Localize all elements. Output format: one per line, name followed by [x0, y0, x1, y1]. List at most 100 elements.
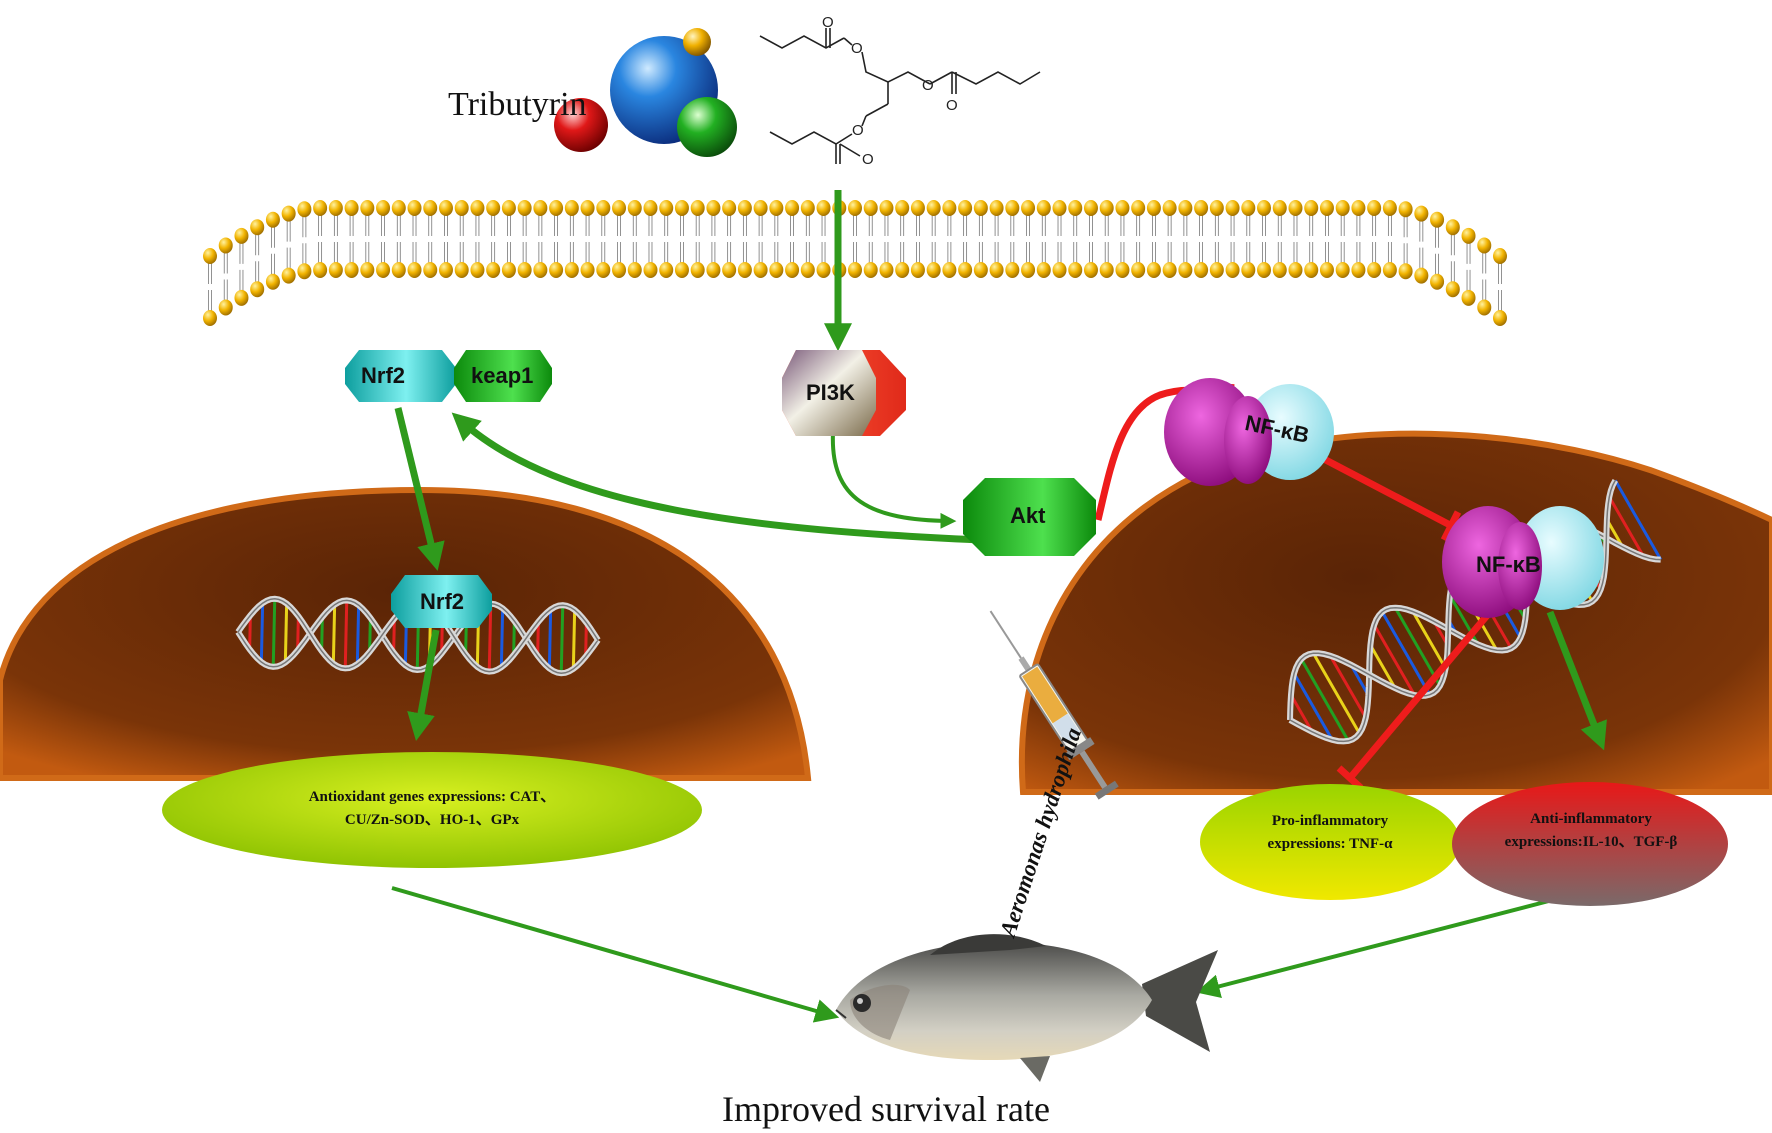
lipid-head: [486, 262, 501, 278]
lipid-tail: [853, 214, 857, 264]
lipid-head: [454, 200, 469, 216]
lipid-head: [1099, 262, 1114, 278]
lipid-head: [973, 200, 988, 216]
proinflam-line-2: expressions: TNF-α: [1267, 836, 1393, 852]
lipid-tail: [1372, 214, 1377, 264]
base-pair: [392, 618, 396, 653]
lipid-head: [391, 262, 406, 278]
nrf2-top-shape: [345, 350, 456, 402]
lipid-head: [627, 200, 642, 216]
lipid-tail: [1041, 214, 1046, 264]
dna-helix-right: [1287, 478, 1663, 745]
lipid-head: [753, 262, 768, 278]
lipid-head: [1288, 200, 1303, 216]
lipid-head: [265, 273, 280, 290]
lipid-head: [1131, 200, 1146, 216]
lipid-head: [863, 200, 878, 216]
lipid-head: [234, 227, 249, 244]
nfkb-nucleus-shape: [1442, 506, 1604, 618]
arrow-akt-to-keap1: [451, 412, 981, 544]
lipid-head: [203, 248, 217, 264]
lipid-head: [659, 262, 674, 278]
lipid-tail: [1482, 251, 1487, 302]
base-pair: [1312, 652, 1361, 735]
lipid-head: [1382, 262, 1397, 278]
antiinflam-oval: [1452, 782, 1728, 906]
lipid-tail: [821, 214, 826, 264]
lipid-head: [407, 200, 422, 216]
lipid-head: [722, 200, 737, 216]
lipid-head: [816, 200, 831, 216]
dna-strand-edge: [237, 599, 599, 674]
lipid-head: [612, 200, 627, 216]
antiinflam-genes-text: Anti-inflammatory expressions:IL-10、TGF-…: [1466, 808, 1716, 854]
lipid-head: [313, 262, 328, 278]
lipid-head: [1304, 200, 1319, 216]
lipid-head: [250, 281, 265, 298]
lipid-head: [1382, 200, 1397, 216]
arrow-nfkb-to-antiinflam: [1546, 610, 1607, 751]
lipid-tail: [381, 214, 385, 264]
lipid-tail: [1262, 214, 1266, 264]
lipid-head: [203, 310, 217, 326]
lipid-head: [1477, 237, 1492, 254]
lipid-head: [674, 262, 689, 278]
lipid-head: [1146, 200, 1161, 216]
lipid-head: [1461, 227, 1476, 244]
base-pair: [536, 621, 540, 656]
lipid-tail: [648, 214, 653, 264]
base-pair: [1613, 479, 1663, 561]
lipid-head: [879, 262, 894, 278]
lipid-tail: [1230, 214, 1235, 264]
lipid-head: [344, 262, 359, 278]
base-pair: [1292, 672, 1334, 741]
lipid-head: [674, 200, 689, 216]
lipid-head: [470, 262, 485, 278]
lipid-tail: [318, 214, 323, 264]
lipid-tail: [742, 214, 747, 264]
lipid-head: [1288, 262, 1303, 278]
lipid-head: [926, 262, 941, 278]
lipid-head: [1115, 200, 1130, 216]
lipid-head: [596, 262, 611, 278]
base-pair: [547, 609, 553, 669]
lipid-head: [580, 262, 595, 278]
base-pair: [559, 605, 565, 674]
lipid-head: [848, 262, 862, 278]
base-pair: [1380, 611, 1432, 696]
antiinflam-line-1: Anti-inflammatory: [1530, 811, 1652, 827]
atom-o-5: O: [852, 122, 864, 139]
lipid-head: [690, 200, 705, 216]
nrf2-nucleus-label: Nrf2: [420, 589, 465, 614]
lipid-tail: [884, 214, 889, 264]
lipid-head: [297, 201, 312, 218]
lipid-head: [250, 219, 265, 236]
lipid-tail: [1340, 214, 1345, 264]
lipid-tail: [302, 215, 307, 266]
lipid-head: [785, 262, 800, 278]
lipid-tail: [868, 214, 873, 264]
lipid-head: [643, 262, 658, 278]
lipid-tail: [255, 233, 260, 284]
inhibit-nfkb-translocation: [1320, 454, 1452, 529]
lipid-head: [1083, 200, 1098, 216]
lipid-head: [737, 200, 752, 216]
lipid-tail: [412, 214, 417, 264]
lipid-head: [785, 200, 800, 216]
lipid-head: [1335, 200, 1350, 216]
lipid-head: [722, 262, 737, 278]
pi3k-shape-front: [782, 350, 876, 436]
lipid-head: [627, 262, 642, 278]
lipid-head: [1351, 262, 1366, 278]
lipid-head: [533, 262, 548, 278]
lipid-head: [863, 262, 878, 278]
lipid-head: [958, 200, 973, 216]
lipid-head: [769, 200, 784, 216]
lipid-tail: [1498, 262, 1502, 312]
proinflam-oval: [1200, 784, 1460, 900]
lipid-head: [391, 200, 406, 216]
lipid-head: [800, 262, 815, 278]
arrow-left-to-fish: [391, 886, 840, 1023]
dna-strand-edge: [1289, 480, 1616, 721]
lipid-tail: [947, 214, 952, 264]
